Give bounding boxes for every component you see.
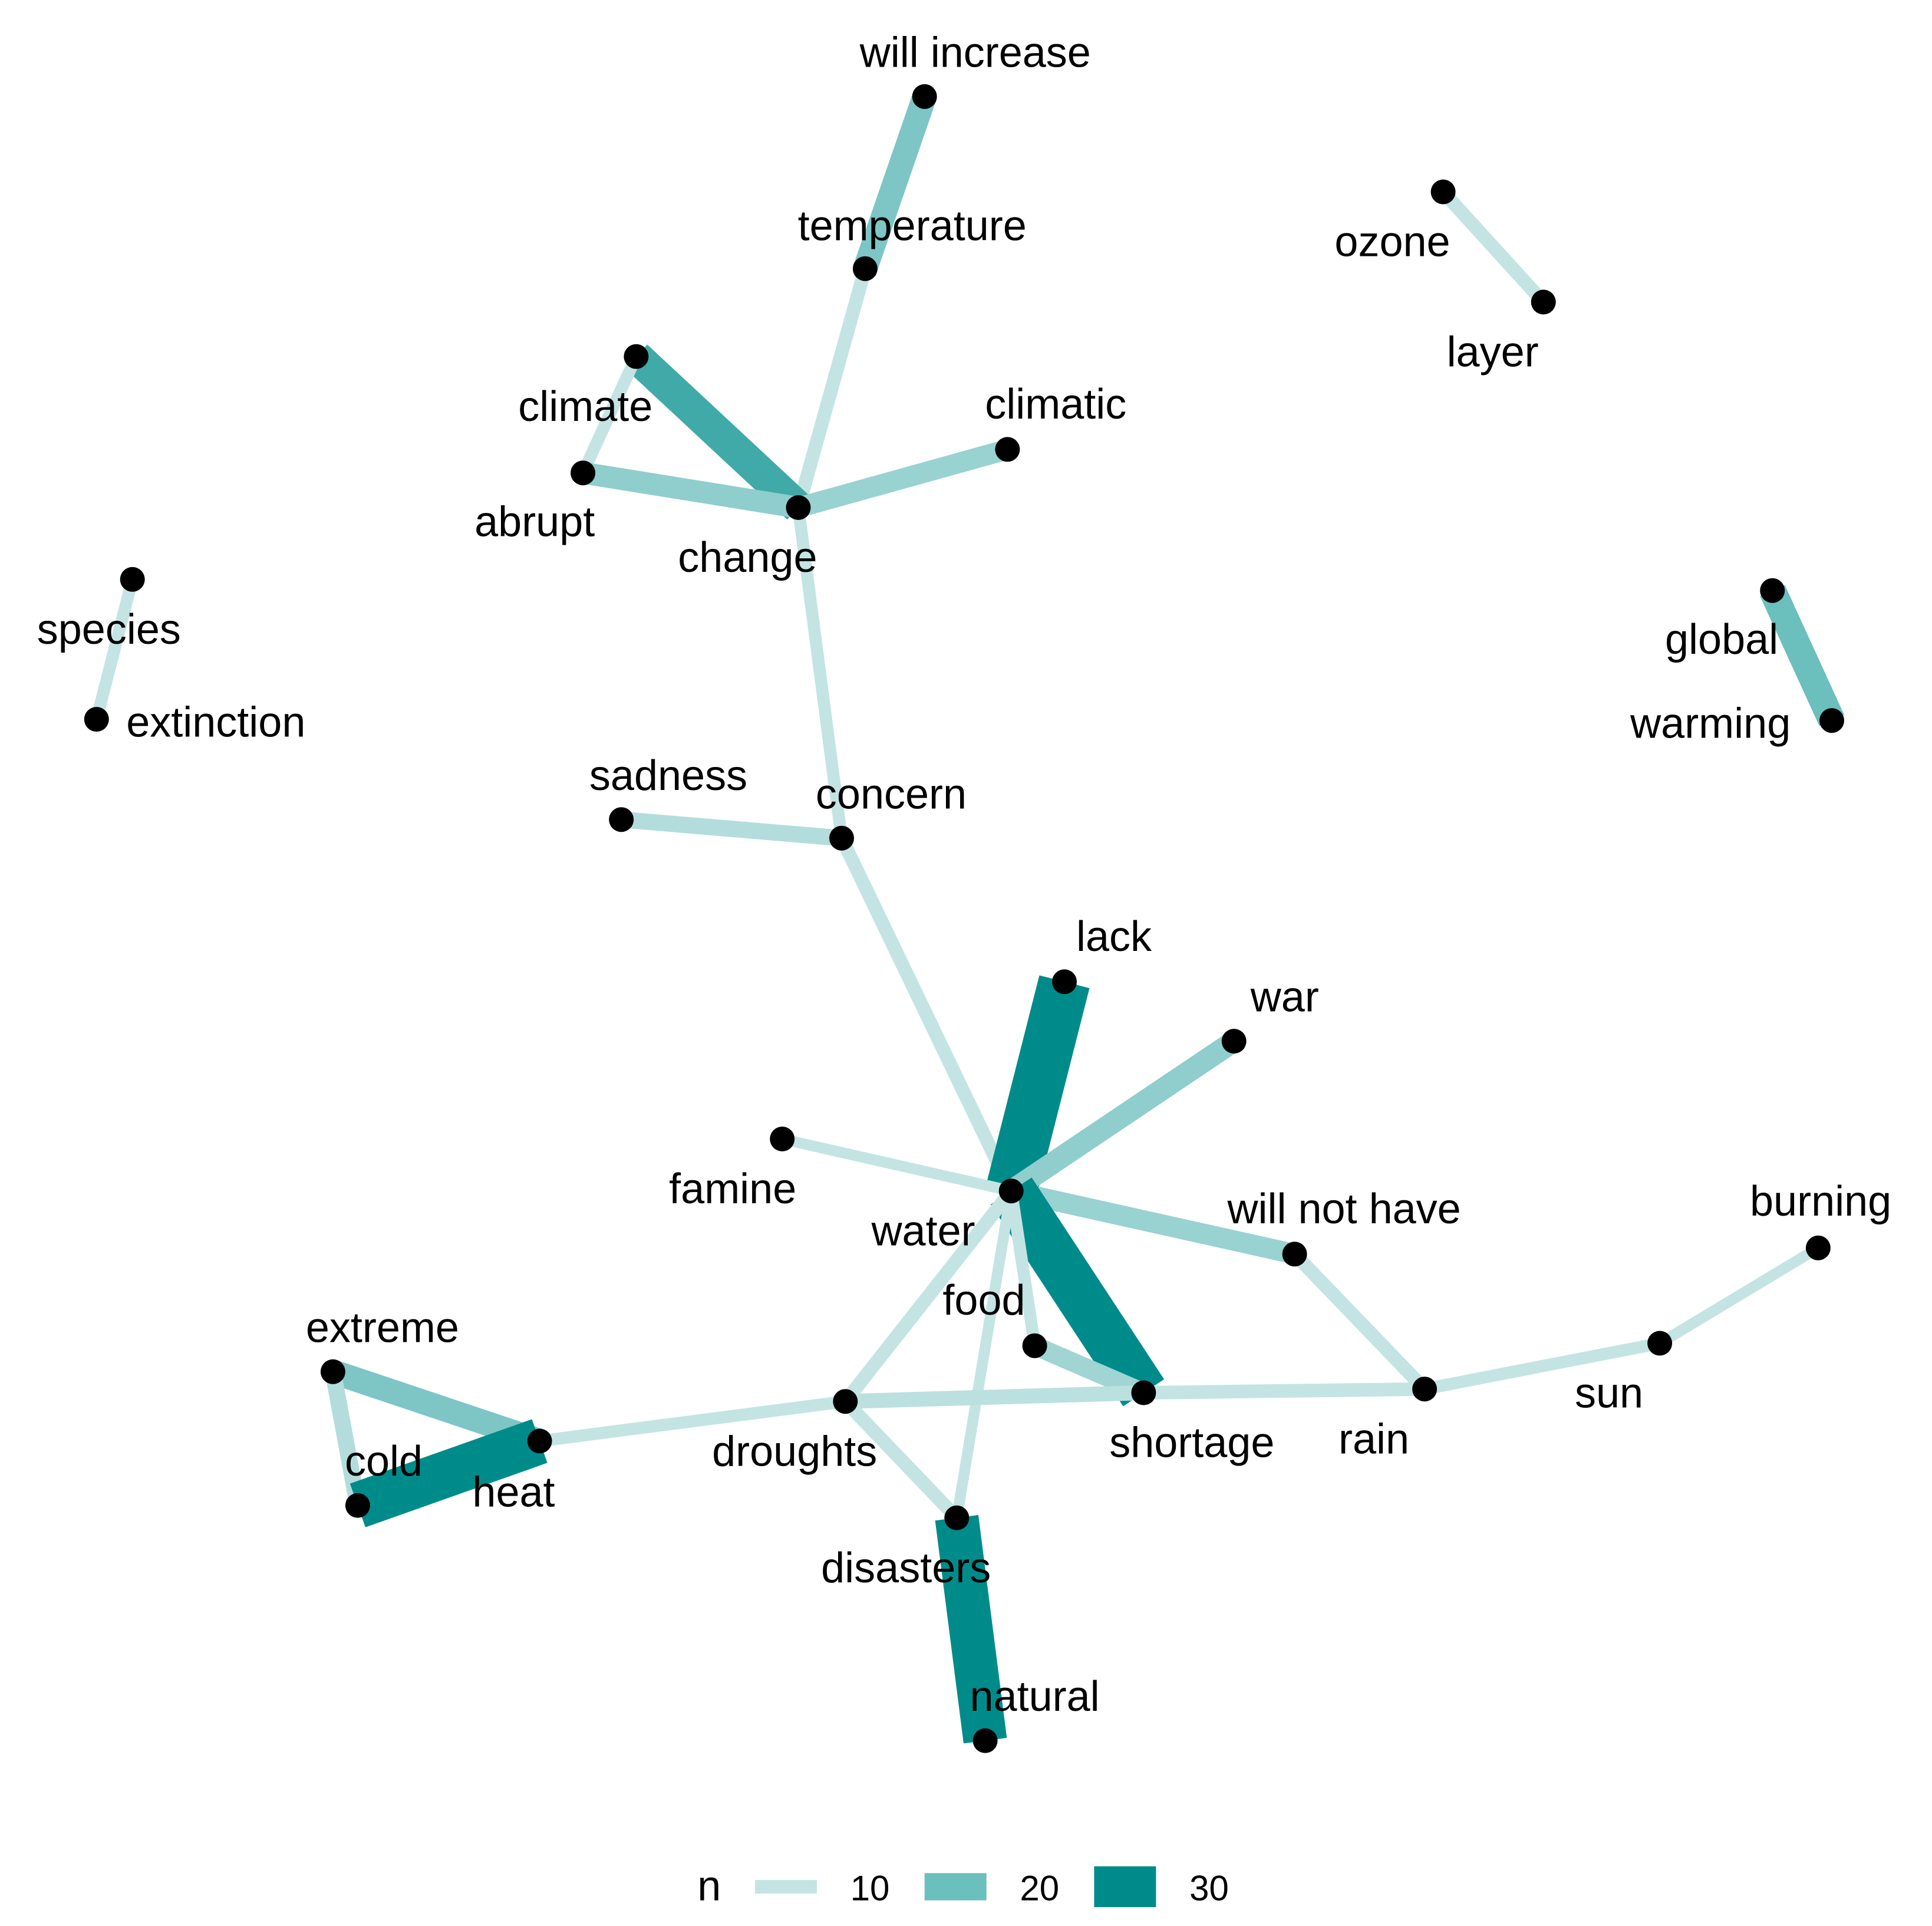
edge-lack-water: [986, 975, 1090, 1198]
node-lack: [1052, 969, 1077, 995]
node-water: [998, 1178, 1024, 1204]
node-label-will_not_have: will not have: [1227, 1186, 1460, 1233]
edge-will_not_have-rain: [1290, 1249, 1430, 1394]
node-label-food: food: [942, 1277, 1025, 1324]
node-ozone: [1430, 179, 1456, 205]
edge-change-temperature: [792, 266, 872, 510]
node-label-famine: famine: [669, 1166, 796, 1213]
edge-climate-abrupt: [577, 354, 642, 476]
node-label-ozone: ozone: [1334, 219, 1450, 266]
edge-war-water: [1005, 1032, 1241, 1200]
node-cold: [345, 1493, 370, 1518]
node-label-lack: lack: [1076, 913, 1152, 960]
node-label-water: water: [871, 1208, 975, 1255]
edge-famine-water: [781, 1133, 1013, 1197]
node-label-sun: sun: [1575, 1370, 1643, 1417]
edge-food-shortage: [1031, 1336, 1148, 1402]
node-food: [1022, 1333, 1047, 1358]
node-label-rain: rain: [1338, 1415, 1409, 1463]
node-label-will_increase: will increase: [859, 29, 1091, 76]
node-rain: [1412, 1377, 1438, 1402]
edge-climatic-change: [795, 439, 1011, 518]
node-label-layer: layer: [1447, 329, 1539, 376]
edge-water-droughts: [840, 1187, 1017, 1406]
node-species: [120, 567, 145, 592]
legend-label-20: 20: [1020, 1869, 1059, 1908]
node-extinction: [84, 707, 109, 732]
node-label-natural: natural: [970, 1673, 1100, 1720]
legend-title: n: [697, 1863, 721, 1910]
node-label-disasters: disasters: [821, 1545, 991, 1592]
edge-cold-heat: [350, 1419, 548, 1527]
edge-shortage-rain: [1143, 1382, 1425, 1400]
node-burning: [1805, 1235, 1831, 1260]
node-label-extreme: extreme: [306, 1304, 459, 1351]
node-abrupt: [571, 460, 596, 486]
edge-species-extinction: [90, 578, 139, 721]
legend-label-30: 30: [1189, 1869, 1229, 1908]
node-shortage: [1131, 1380, 1156, 1405]
node-heat: [527, 1428, 552, 1454]
edge-droughts-shortage: [845, 1385, 1144, 1409]
node-label-war: war: [1250, 974, 1319, 1021]
node-sadness: [609, 807, 634, 832]
edge-water-will_not_have: [1008, 1181, 1297, 1265]
edge-droughts-disasters: [840, 1397, 962, 1523]
node-label-heat: heat: [472, 1469, 555, 1516]
node-label-droughts: droughts: [712, 1428, 877, 1475]
edge-temperature-will_increase: [853, 93, 937, 273]
node-temperature: [852, 256, 878, 281]
node-label-change: change: [678, 534, 817, 581]
edge-water-disasters: [951, 1190, 1017, 1519]
edge-change-concern: [792, 506, 848, 839]
node-famine: [770, 1127, 795, 1151]
node-concern: [829, 825, 854, 851]
node-label-climatic: climatic: [985, 381, 1126, 428]
edge-concern-water: [835, 835, 1018, 1194]
node-climate: [624, 344, 649, 369]
node-label-shortage: shortage: [1109, 1420, 1274, 1467]
edge-global-warming: [1760, 585, 1845, 726]
node-war: [1221, 1029, 1247, 1054]
labels-layer: will increase temperature climate abrupt cli…: [37, 29, 1891, 1720]
edges-layer: [90, 93, 1845, 1744]
edge-abrupt-change: [581, 462, 800, 519]
node-label-species: species: [37, 606, 181, 653]
node-label-cold: cold: [345, 1438, 423, 1485]
node-layer: [1531, 289, 1556, 315]
node-will_increase: [912, 84, 937, 109]
node-extreme: [320, 1359, 345, 1384]
nodes-layer: [84, 84, 1844, 1753]
node-climatic: [995, 437, 1020, 462]
edge-disasters-natural: [935, 1515, 1007, 1744]
node-label-extinction: extinction: [126, 699, 305, 746]
node-label-concern: concern: [816, 771, 967, 818]
node-label-warming: warming: [1630, 700, 1791, 748]
node-change: [786, 495, 811, 520]
node-label-temperature: temperature: [798, 202, 1027, 249]
edge-climate-change: [625, 344, 810, 520]
node-global: [1760, 578, 1785, 603]
node-will_not_have: [1282, 1242, 1307, 1267]
edge-droughts-heat: [539, 1395, 846, 1447]
edge-water-food: [1005, 1190, 1041, 1347]
edge-rain-sun: [1423, 1337, 1661, 1395]
edge-sadness-concern: [621, 811, 843, 847]
node-warming: [1819, 708, 1844, 733]
legend: n 10 20 30: [697, 1863, 1229, 1910]
edge-sun-burning: [1657, 1243, 1821, 1348]
node-label-burning: burning: [1750, 1178, 1891, 1225]
node-label-sadness: sadness: [589, 752, 747, 799]
node-label-climate: climate: [518, 383, 652, 430]
node-label-global: global: [1665, 616, 1778, 663]
edge-ozone-layer: [1438, 187, 1549, 307]
legend-label-10: 10: [850, 1869, 890, 1908]
node-label-abrupt: abrupt: [474, 498, 595, 545]
node-disasters: [944, 1505, 970, 1530]
node-droughts: [833, 1389, 858, 1414]
node-sun: [1647, 1331, 1673, 1356]
edge-water-shortage: [990, 1177, 1165, 1407]
node-natural: [972, 1728, 998, 1753]
